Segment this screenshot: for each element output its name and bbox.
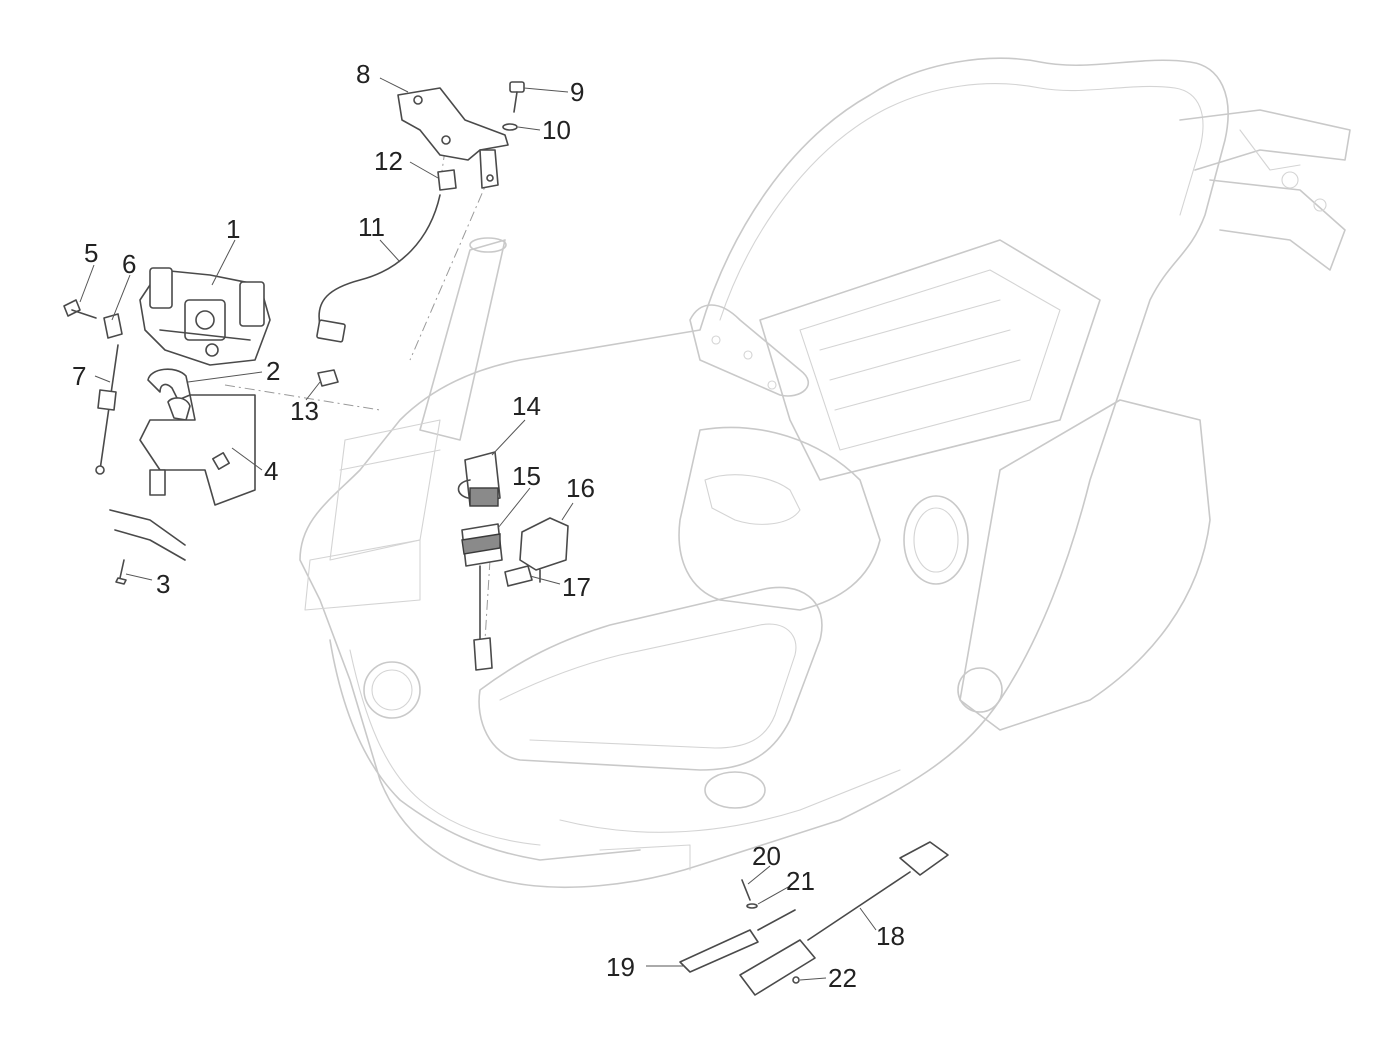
callout-17: 17 <box>562 572 591 602</box>
scooter-frame <box>299 57 1351 889</box>
part-17-rubber <box>504 565 533 587</box>
callout-3: 3 <box>156 569 170 599</box>
part-13-nut <box>317 369 339 387</box>
leader-lines <box>79 77 877 981</box>
callout-14: 14 <box>512 391 541 421</box>
callout-9: 9 <box>570 77 584 107</box>
callout-1: 1 <box>226 214 240 244</box>
part-7-cable-rod <box>95 344 119 475</box>
callout-11: 11 <box>358 212 385 242</box>
callout-4: 4 <box>264 456 278 486</box>
part-5-screw <box>63 299 97 319</box>
part-9-bolt <box>509 81 525 113</box>
callout-5: 5 <box>84 238 98 268</box>
part-22-nut <box>792 976 800 984</box>
part-8-bracket <box>397 87 509 189</box>
part-15-holder <box>461 523 503 671</box>
callout-6: 6 <box>122 249 136 279</box>
callout-22: 22 <box>828 963 857 993</box>
part-10-washer <box>502 123 518 131</box>
callout-18: 18 <box>876 921 905 951</box>
part-20-screw <box>741 879 751 901</box>
part-1-lock-block <box>139 267 271 366</box>
part-21-washer <box>746 903 758 909</box>
part-2-clamp <box>147 368 191 421</box>
callout-7: 7 <box>72 361 86 391</box>
callout-15: 15 <box>512 461 541 491</box>
callout-16: 16 <box>566 473 595 503</box>
part-12-grommet <box>437 169 457 191</box>
callout-20: 20 <box>752 841 781 871</box>
part-19-strip <box>679 909 796 973</box>
part-16-flasher <box>519 517 569 583</box>
part-11-cable <box>316 194 441 343</box>
callout-13: 13 <box>290 396 319 426</box>
part-4-bracket <box>109 394 256 561</box>
callout-12: 12 <box>374 146 403 176</box>
callout-2: 2 <box>266 356 280 386</box>
callout-19: 19 <box>606 952 635 982</box>
part-3-screw <box>115 559 127 585</box>
callout-8: 8 <box>356 59 370 89</box>
callout-21: 21 <box>786 866 815 896</box>
part-14-relay <box>457 451 501 507</box>
part-18-antenna-cable <box>739 841 949 996</box>
callout-10: 10 <box>542 115 571 145</box>
callouts: 1 2 3 4 5 6 7 8 9 10 11 12 13 14 15 16 1… <box>72 59 905 993</box>
